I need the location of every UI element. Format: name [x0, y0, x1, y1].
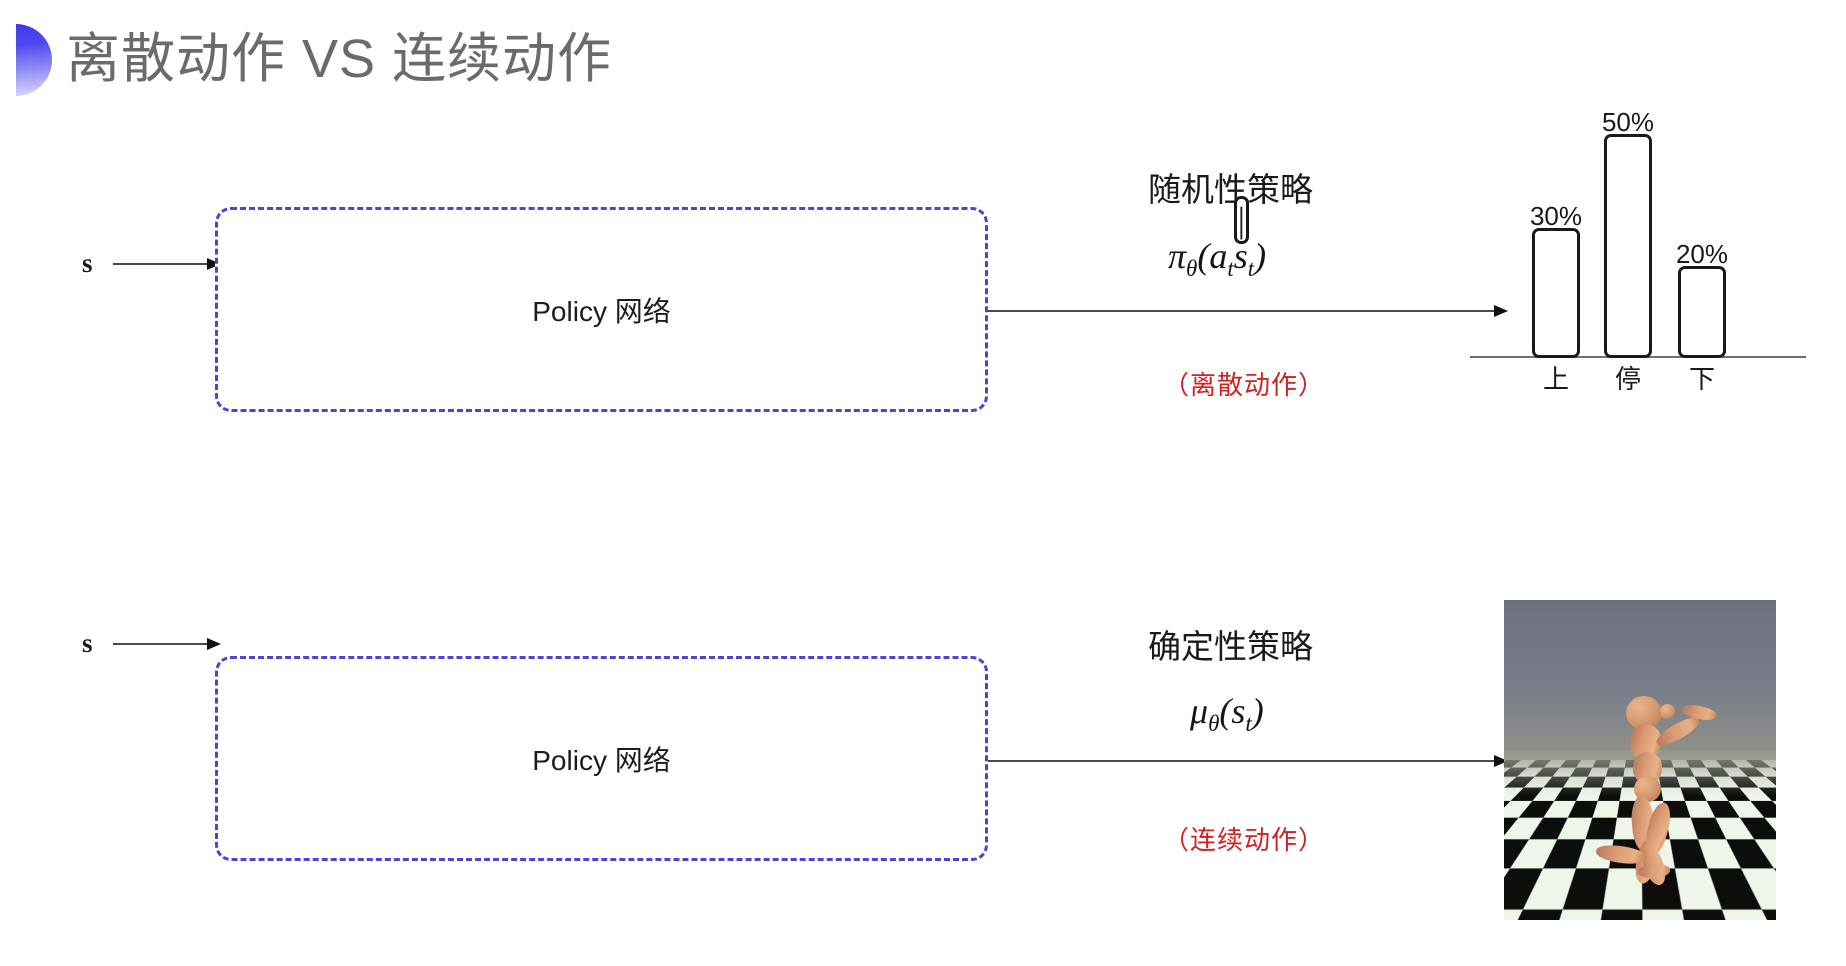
- formula-s-subscript-continuous: t: [1245, 711, 1252, 737]
- annotation-title-continuous: 确定性策略: [1148, 628, 1313, 665]
- bar-category-2: 下: [1688, 364, 1715, 394]
- bar-value-0: 30%: [1529, 201, 1583, 231]
- input-arrow-continuous: [113, 638, 221, 650]
- formula-s-continuous: s: [1231, 691, 1246, 731]
- formula-open-paren-continuous: (: [1219, 691, 1232, 731]
- bar-value-2: 20%: [1675, 239, 1729, 269]
- state-label-continuous: s: [82, 628, 93, 658]
- formula-s-subscript: t: [1247, 256, 1255, 282]
- policy-network-box-discrete[interactable]: Policy 网络: [215, 207, 988, 412]
- bar-value-1: 50%: [1601, 107, 1655, 137]
- title-bullet-icon: [16, 24, 52, 96]
- bar-2: [1678, 266, 1726, 358]
- bar-category-1: 停: [1614, 364, 1641, 394]
- formula-theta: θ: [1186, 256, 1198, 282]
- formula-mu: μ: [1190, 691, 1209, 731]
- input-arrow-discrete: [113, 258, 221, 270]
- formula-s: s: [1233, 236, 1248, 276]
- formula-conditional-bar: |: [1233, 196, 1249, 245]
- output-arrow-discrete: [988, 305, 1508, 317]
- annotation-formula-continuous: μθ(st): [1190, 690, 1264, 737]
- policy-network-label-continuous: Policy 网络: [532, 744, 671, 776]
- policy-network-label-discrete: Policy 网络: [532, 295, 671, 327]
- formula-close-paren: ): [1254, 236, 1267, 276]
- bar-chart: 30% 上 50% 停 20% 下: [1470, 96, 1810, 396]
- formula-a-subscript: t: [1227, 256, 1234, 282]
- formula-theta-continuous: θ: [1208, 711, 1220, 737]
- page-title: 离散动作 VS 连续动作: [66, 29, 613, 89]
- annotation-red-continuous: （连续动作）: [1163, 825, 1326, 855]
- formula-open-paren: (: [1197, 236, 1210, 276]
- policy-network-box-continuous[interactable]: Policy 网络: [215, 656, 988, 861]
- bar-0: [1532, 228, 1580, 358]
- bottom-letterbox-strip: [0, 956, 1846, 966]
- bar-1: [1604, 134, 1652, 358]
- annotation-red-discrete: （离散动作）: [1163, 370, 1326, 400]
- annotation-formula-discrete: πθ(at |st): [1168, 196, 1267, 282]
- bar-category-0: 上: [1542, 364, 1569, 394]
- output-arrow-continuous: [988, 755, 1508, 767]
- humanoid-hand-right: [1660, 704, 1675, 719]
- formula-close-paren-continuous: ): [1251, 691, 1264, 731]
- humanoid-simulation-image: [1504, 600, 1776, 920]
- formula-pi: π: [1168, 236, 1187, 276]
- annotation-title-discrete: 随机性策略: [1148, 171, 1313, 208]
- formula-a: a: [1209, 236, 1228, 276]
- state-label-discrete: s: [82, 248, 93, 278]
